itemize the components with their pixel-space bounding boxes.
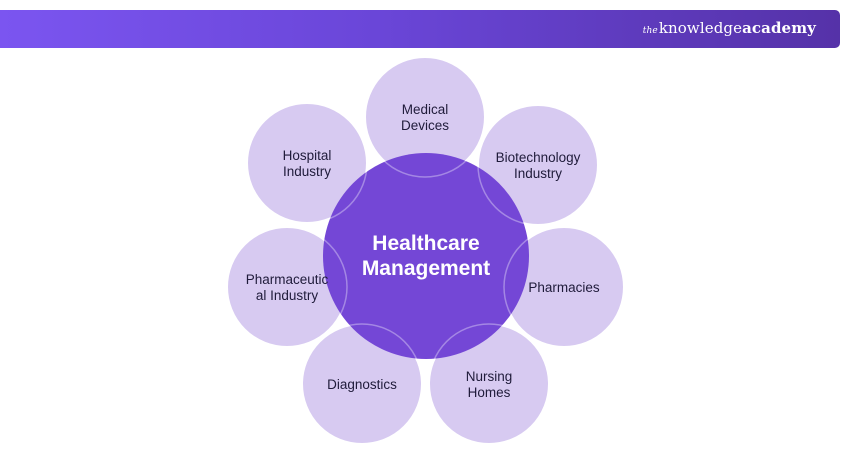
petal-outline-biotechnology-industry (477, 104, 599, 226)
brand-prefix: the (642, 26, 658, 36)
petal-hospital-industry (246, 102, 368, 224)
header-bar: theknowledgeacademy (0, 10, 840, 48)
petal-outline-diagnostics (301, 323, 423, 445)
brand-main: knowledge (658, 19, 743, 37)
brand-bold: academy (742, 19, 816, 37)
petal-outline-hospital-industry (246, 102, 368, 224)
brand-logo: theknowledgeacademy (643, 19, 816, 37)
petal-outline-medical-devices (364, 56, 486, 178)
center-circle (323, 153, 529, 359)
petal-outline-nursing-homes (428, 323, 550, 445)
center-layer: Healthcare Management (323, 153, 529, 359)
petals-layer (226, 56, 625, 445)
petal-outline-pharmacies (503, 226, 625, 348)
petal-outline-pharmaceutical-industry (226, 226, 348, 348)
